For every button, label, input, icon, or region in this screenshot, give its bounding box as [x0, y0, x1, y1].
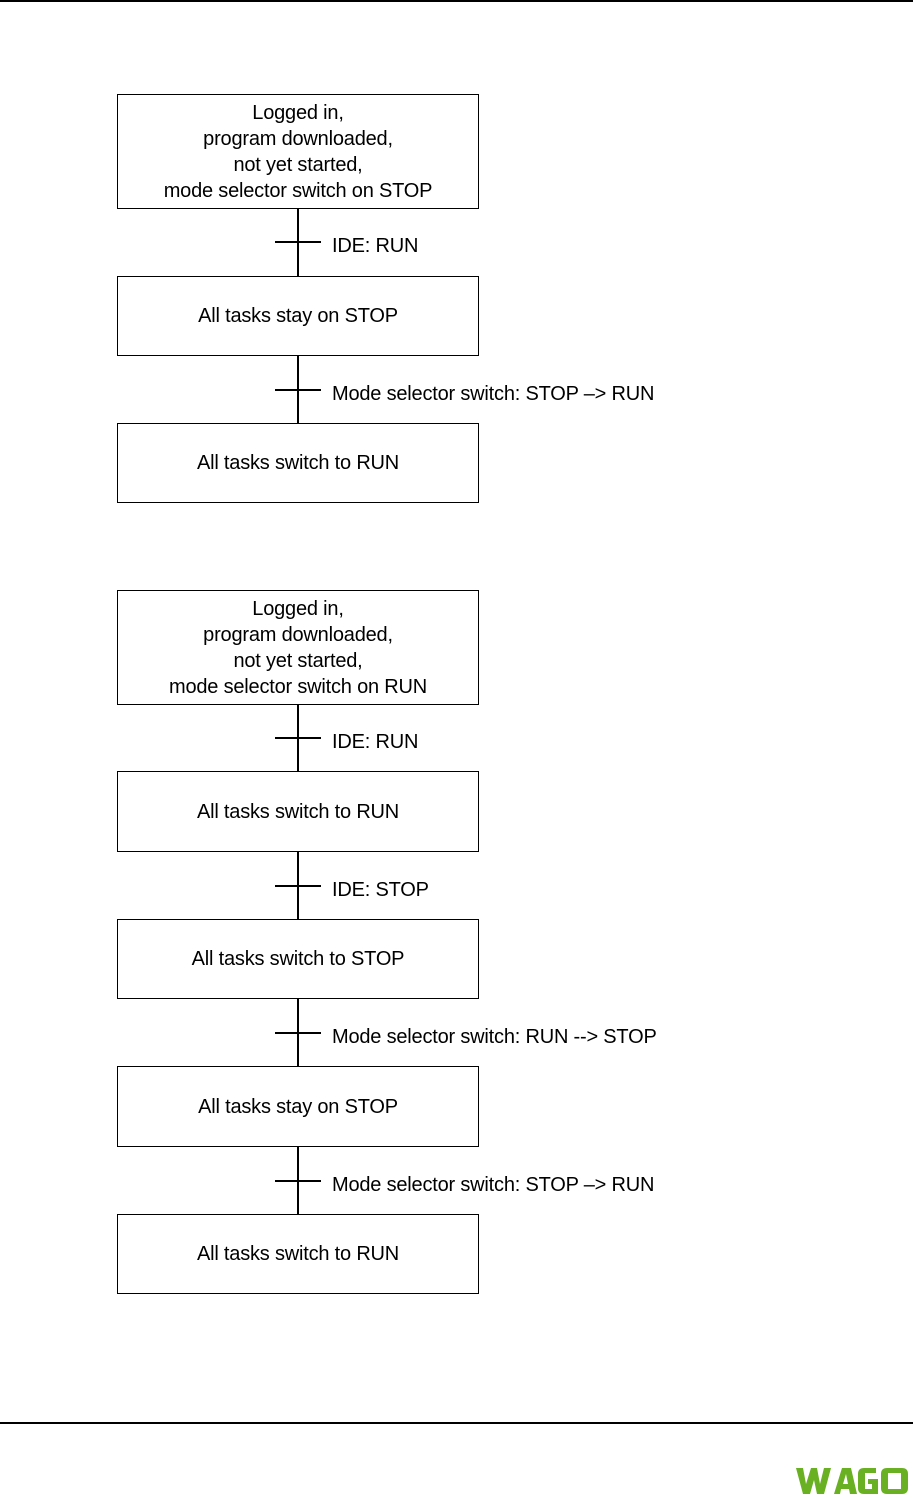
connector-line	[297, 705, 299, 772]
wago-logo	[796, 1468, 908, 1494]
transition-tick	[275, 1032, 321, 1034]
transition-label: Mode selector switch: STOP –> RUN	[332, 383, 655, 405]
state-line: not yet started,	[233, 649, 363, 672]
state-line: mode selector switch on RUN	[168, 675, 428, 698]
transition-label: IDE: RUN	[332, 731, 419, 753]
transition-tick	[275, 1180, 321, 1182]
transition-tick	[275, 241, 321, 243]
state-line: program downloaded,	[203, 623, 393, 646]
state-label: All tasks stay on STOP	[198, 305, 398, 327]
state-line: mode selector switch on STOP	[163, 179, 433, 202]
state-box-logged-in-stop: Logged in, program downloaded, not yet s…	[117, 94, 479, 209]
state-box-logged-in-run: Logged in, program downloaded, not yet s…	[117, 590, 479, 705]
state-line: Logged in,	[252, 597, 344, 620]
transition-label: Mode selector switch: RUN --> STOP	[332, 1026, 657, 1048]
state-box: All tasks switch to RUN	[117, 771, 479, 852]
state-line: program downloaded,	[203, 127, 393, 150]
state-label: All tasks switch to RUN	[196, 1243, 400, 1265]
state-box: All tasks stay on STOP	[117, 276, 479, 356]
state-box: All tasks switch to STOP	[117, 919, 479, 999]
transition-label: Mode selector switch: STOP –> RUN	[332, 1174, 655, 1196]
transition-tick	[275, 737, 321, 739]
state-box: All tasks switch to RUN	[117, 423, 479, 503]
transition-tick	[275, 885, 321, 887]
state-label: All tasks switch to RUN	[196, 452, 400, 474]
connector-line	[297, 209, 299, 277]
state-box: All tasks switch to RUN	[117, 1214, 479, 1294]
header-rule	[0, 0, 913, 2]
transition-tick	[275, 389, 321, 391]
state-line: Logged in,	[252, 101, 344, 124]
state-label: All tasks switch to RUN	[196, 800, 400, 823]
state-label: All tasks switch to STOP	[191, 948, 405, 970]
state-line: not yet started,	[233, 153, 363, 176]
state-box: All tasks stay on STOP	[117, 1066, 479, 1147]
transition-label: IDE: RUN	[332, 235, 419, 257]
state-label: All tasks stay on STOP	[198, 1095, 398, 1118]
footer-rule	[0, 1422, 913, 1424]
transition-label: IDE: STOP	[332, 879, 429, 901]
